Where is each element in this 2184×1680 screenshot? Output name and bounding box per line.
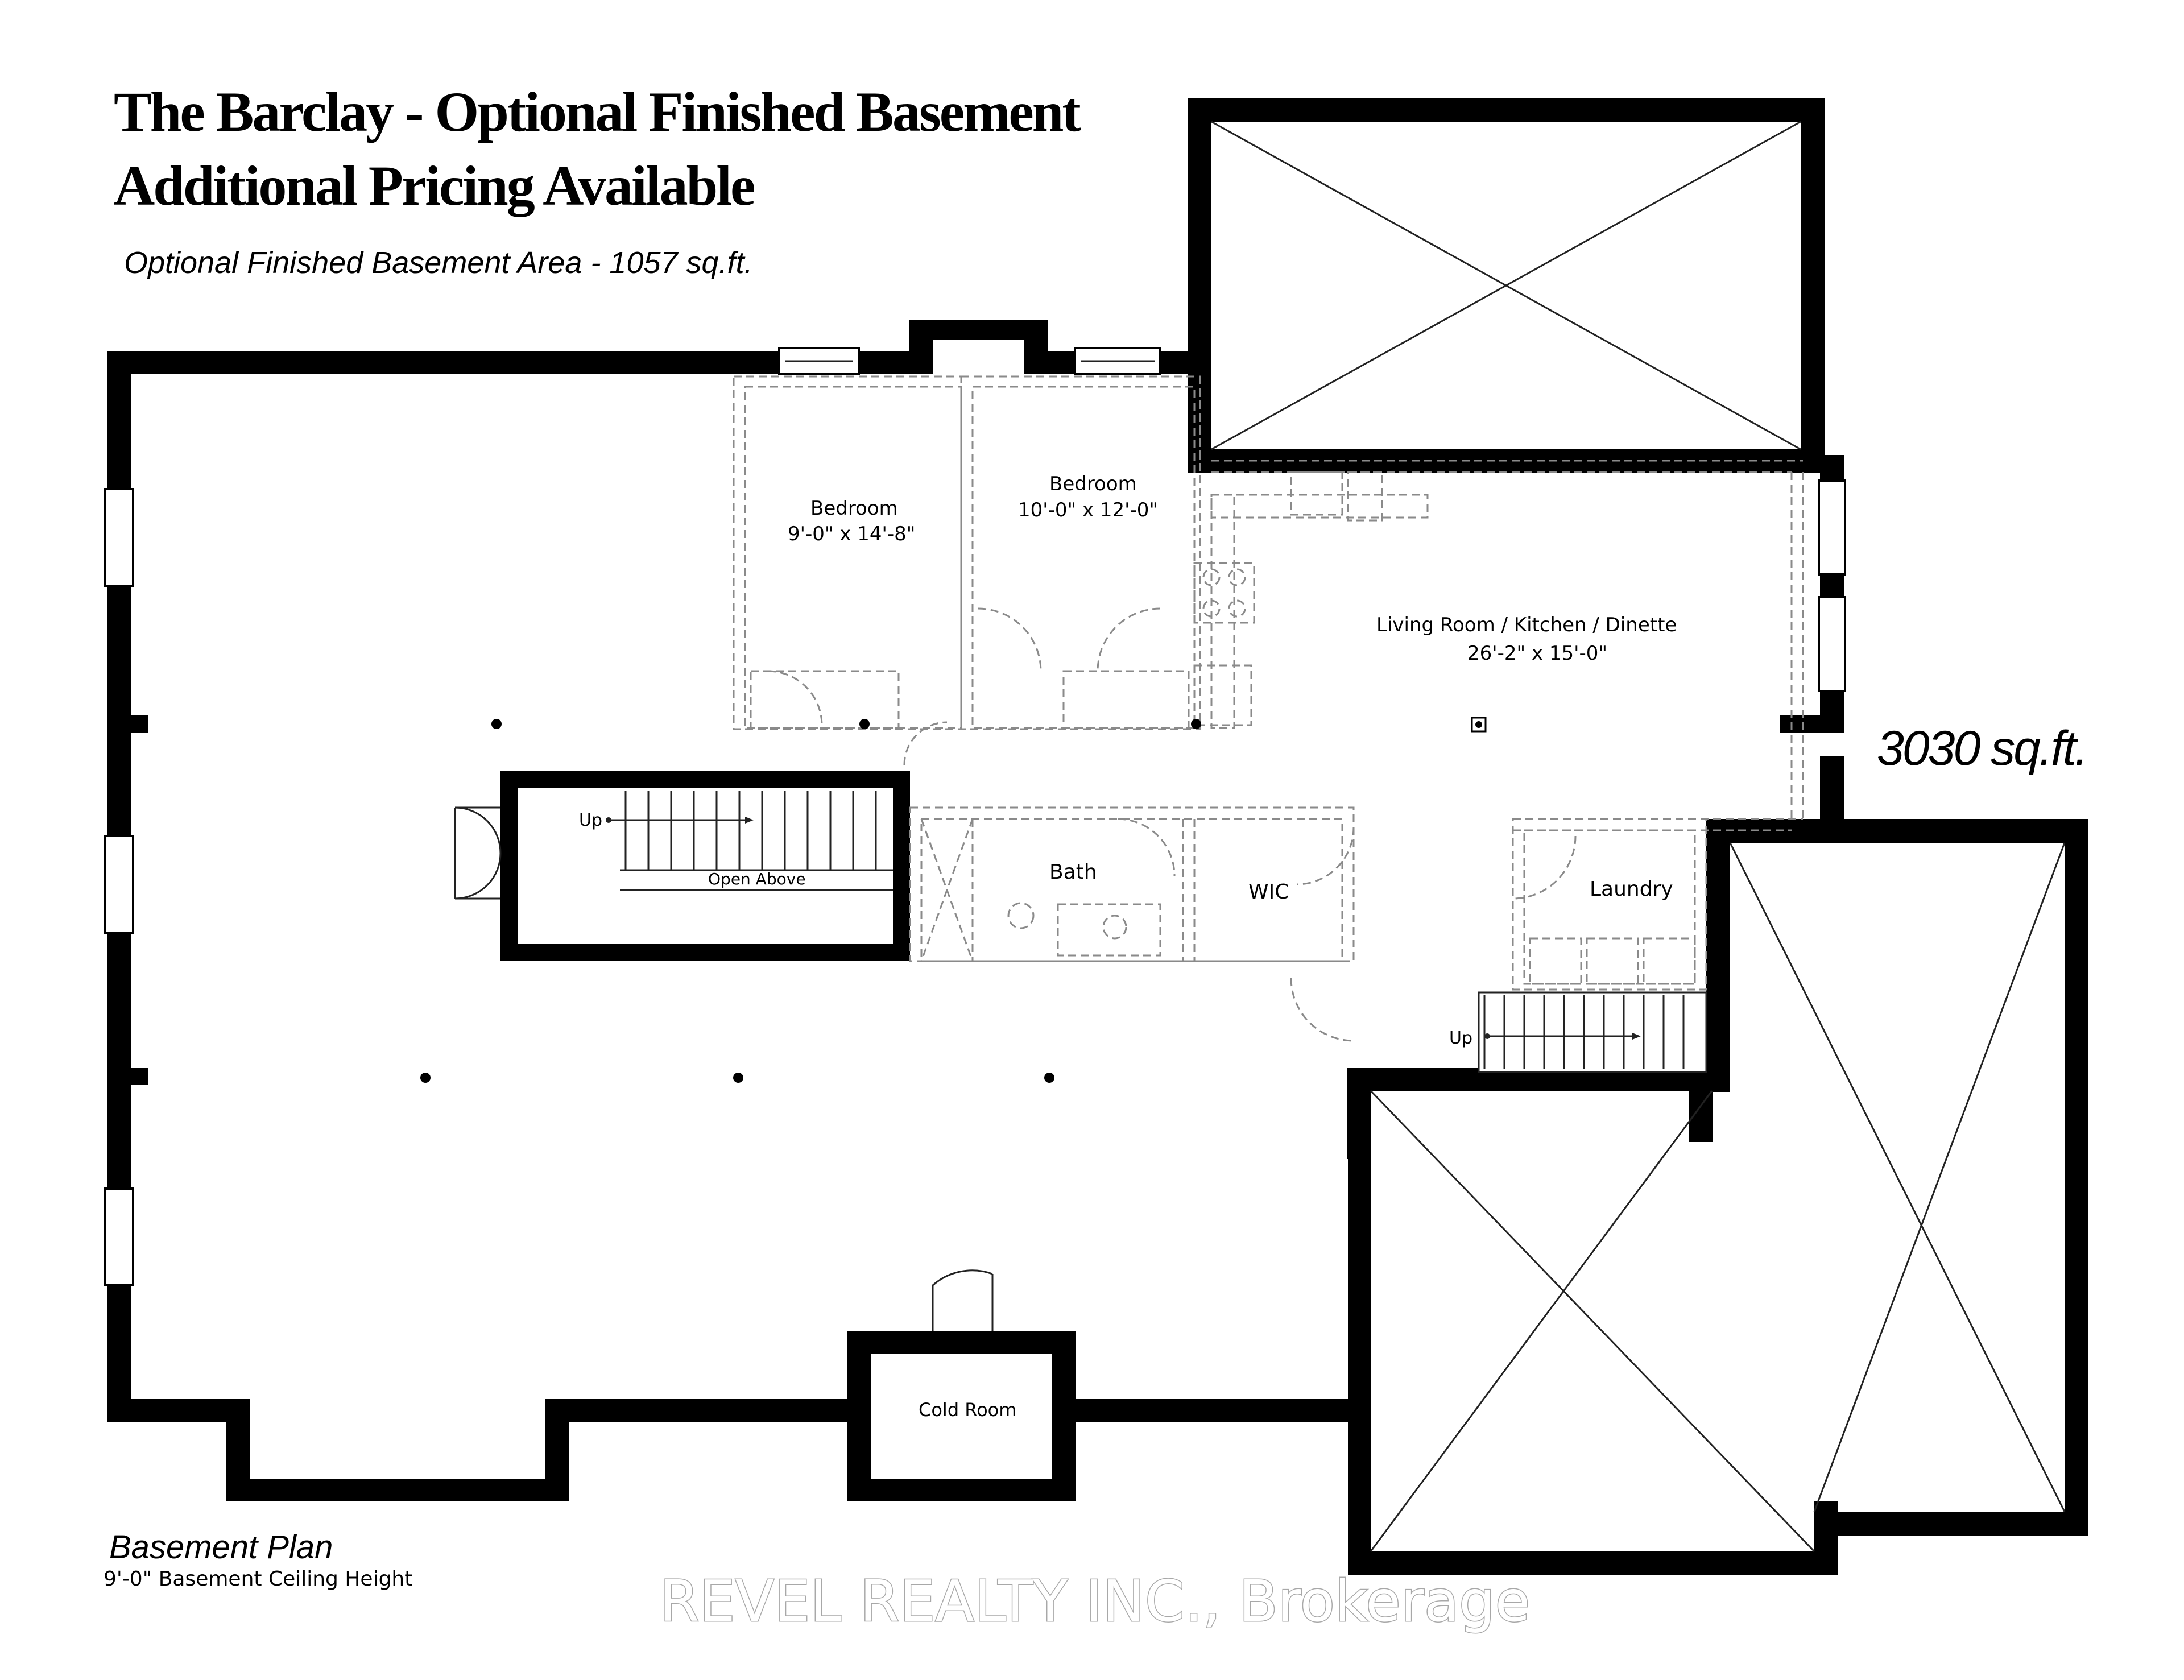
living-room-dimensions: 26'-2" x 15'-0" — [1467, 642, 1607, 665]
cold-room-door — [932, 1269, 994, 1331]
bedroom2-name: Bedroom — [1049, 473, 1137, 495]
windows — [104, 347, 1846, 1286]
staircase-right: Up — [1449, 991, 1707, 1073]
bedroom1-dimensions: 9'-0" x 14'-8" — [788, 523, 915, 545]
wic-label: WIC — [1248, 880, 1289, 904]
garage-bottom-outline — [1348, 1068, 1838, 1575]
stair-up-label-left: Up — [579, 810, 602, 830]
total-area-label: 3030 sq.ft. — [1877, 721, 2087, 776]
living-room-name: Living Room / Kitchen / Dinette — [1376, 614, 1677, 636]
laundry-label: Laundry — [1590, 878, 1673, 901]
bedroom2-dimensions: 10'-0" x 12'-0" — [1018, 499, 1158, 522]
plan-title-line1: The Barclay - Optional Finished Basement — [114, 80, 1081, 143]
basement-plan-title: Basement Plan — [109, 1529, 333, 1566]
staircase-left: Up Open Above — [454, 771, 910, 961]
brokerage-watermark: REVEL REALTY INC., Brokerage — [660, 1568, 1530, 1635]
cold-room-label: Cold Room — [919, 1399, 1016, 1421]
finished-area-subtitle: Optional Finished Basement Area - 1057 s… — [124, 246, 753, 280]
room-labels: Bedroom 9'-0" x 14'-8" Bedroom 10'-0" x … — [788, 473, 1677, 1421]
open-above-label: Open Above — [708, 870, 806, 888]
garage-top-outline — [1188, 98, 1825, 473]
stair-up-label-right: Up — [1449, 1028, 1472, 1048]
structural-posts — [420, 717, 1487, 1083]
finished-partitions — [733, 375, 1804, 1042]
ceiling-height-note: 9'-0" Basement Ceiling Height — [104, 1567, 412, 1591]
garage-right-outline — [1706, 819, 2088, 1570]
plan-title-line2: Additional Pricing Available — [114, 154, 754, 217]
bedroom1-name: Bedroom — [810, 497, 898, 520]
bath-label: Bath — [1049, 860, 1097, 884]
exterior-walls — [107, 320, 1844, 1501]
